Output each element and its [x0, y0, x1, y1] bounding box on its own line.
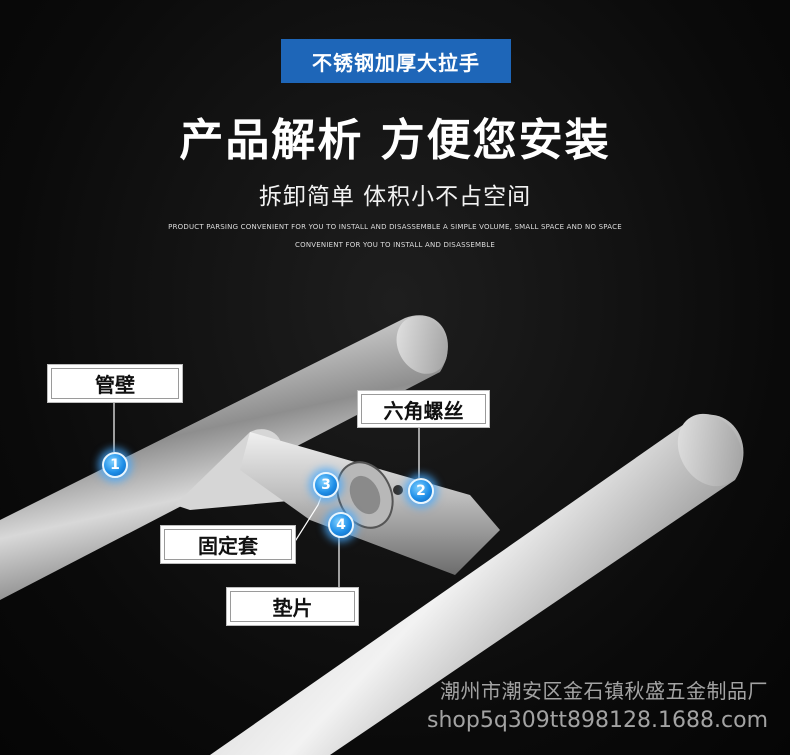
- headline: 产品解析 方便您安装: [179, 115, 611, 166]
- watermark-shop-url: shop5q309tt898128.1688.com: [427, 708, 768, 733]
- watermark-company: 潮州市潮安区金石镇秋盛五金制品厂: [440, 679, 768, 703]
- callout-marker-1: 1: [102, 452, 128, 478]
- lower-tube: [210, 413, 744, 755]
- callout-label-fixing-sleeve: 固定套: [160, 525, 296, 564]
- english-caption-line-2: CONVENIENT FOR YOU TO INSTALL AND DISASS…: [295, 241, 495, 249]
- callout-marker-3: 3: [313, 472, 339, 498]
- callout-label-gasket: 垫片: [226, 587, 359, 626]
- product-tag: 不锈钢加厚大拉手: [281, 39, 511, 83]
- connector-assembly: [175, 429, 500, 575]
- callout-label-pipe-wall: 管壁: [47, 364, 183, 403]
- callout-marker-2: 2: [408, 478, 434, 504]
- callout-label-hex-screw: 六角螺丝: [357, 390, 490, 428]
- subheadline: 拆卸简单 体积小不占空间: [258, 184, 532, 210]
- callout-marker-4: 4: [328, 512, 354, 538]
- english-caption-line-1: PRODUCT PARSING CONVENIENT FOR YOU TO IN…: [168, 223, 622, 231]
